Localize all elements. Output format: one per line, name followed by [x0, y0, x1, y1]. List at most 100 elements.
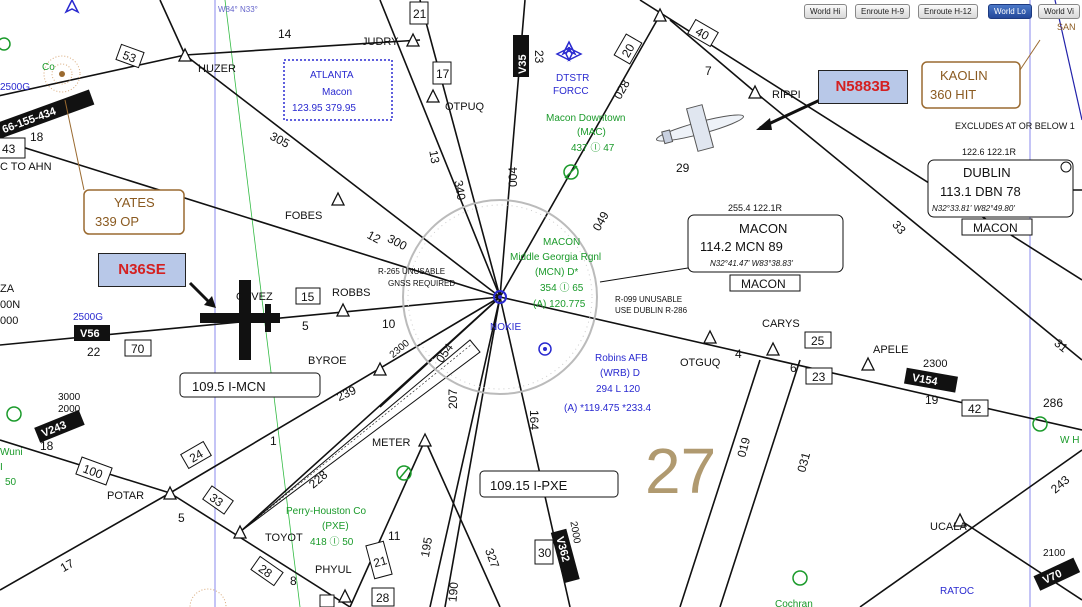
svg-text:2000: 2000 — [58, 404, 81, 415]
svg-text:(A) *119.475 *233.4: (A) *119.475 *233.4 — [564, 403, 652, 414]
svg-text:5: 5 — [302, 319, 309, 333]
svg-text:53: 53 — [121, 48, 139, 66]
aircraft-icon-n5883b — [656, 104, 744, 152]
svg-text:MACON: MACON — [739, 221, 787, 236]
svg-text:40: 40 — [693, 24, 712, 43]
svg-text:Co: Co — [42, 62, 55, 73]
svg-text:V56: V56 — [80, 328, 100, 340]
svg-text:YATES: YATES — [114, 195, 155, 210]
aircraft-tag-n5883b[interactable]: N5883B — [818, 70, 908, 104]
fix-rippi: RIPPI — [772, 89, 801, 101]
svg-text:122.6 122.1R: 122.6 122.1R — [962, 147, 1017, 157]
macon-vor-box: 255.4 122.1R MACON 114.2 MCN 89 N32°41.4… — [599, 203, 844, 292]
svg-text:30: 30 — [538, 546, 552, 560]
svg-text:N32°41.47' W83°38.83': N32°41.47' W83°38.83' — [710, 259, 793, 268]
fix-fobes: FOBES — [285, 210, 322, 222]
tab-world-hi[interactable]: World Hi — [804, 4, 847, 19]
intersection-symbols — [64, 0, 583, 62]
svg-text:19: 19 — [925, 393, 939, 407]
airport-robins-afb: Robins AFB (WRB) D 294 L 120 (A) *119.47… — [564, 353, 652, 414]
svg-text:Macon: Macon — [322, 87, 352, 98]
ils-pxe-box: 109.15 I-PXE — [479, 470, 619, 498]
svg-text:300: 300 — [385, 231, 410, 253]
fix-toyot: TOYOT — [265, 532, 303, 544]
note-excludes: EXCLUDES AT OR BELOW 1 — [955, 121, 1075, 131]
fix-judry: JUDRY — [362, 36, 399, 48]
aircraft-tag-n36se[interactable]: N36SE — [98, 253, 186, 287]
svg-text:13: 13 — [426, 149, 442, 165]
svg-text:004: 004 — [506, 167, 520, 187]
svg-text:195: 195 — [418, 536, 435, 558]
dublin-vor-box: 122.6 122.1R DUBLIN 113.1 DBN 78 N32°33.… — [927, 147, 1074, 236]
robins-afb-icon — [538, 342, 552, 356]
svg-text:Wuni: Wuni — [0, 447, 23, 458]
longitude-label: W84° — [218, 5, 238, 14]
v154-altitude: 2300 — [923, 358, 947, 370]
svg-text:50: 50 — [5, 477, 17, 488]
svg-text:ATLANTA: ATLANTA — [310, 70, 354, 81]
svg-text:340: 340 — [451, 179, 468, 201]
longitude-line — [224, 0, 301, 607]
svg-text:12: 12 — [365, 228, 384, 247]
macon-compass-rose — [402, 199, 598, 395]
svg-text:6: 6 — [790, 361, 797, 375]
svg-text:(MAC): (MAC) — [577, 127, 606, 138]
yates-ndb-box: YATES 339 OP — [64, 99, 185, 235]
svg-text:2100: 2100 — [1043, 548, 1066, 559]
svg-text:18: 18 — [30, 130, 44, 144]
tab-enroute-h9[interactable]: Enroute H-9 — [855, 4, 911, 19]
fix-byroe: BYROE — [308, 355, 347, 367]
svg-text:5: 5 — [178, 511, 185, 525]
ndb-dot-icon — [43, 55, 227, 607]
fix-ucala: UCALA — [930, 521, 967, 533]
fix-huzer: HUZER — [198, 63, 236, 75]
svg-text:100: 100 — [81, 462, 105, 482]
svg-text:00N: 00N — [0, 299, 20, 311]
airway-shield-top-left: 66-155-434 — [0, 89, 95, 139]
fix-robbs: ROBBS — [332, 287, 371, 299]
svg-text:2000: 2000 — [567, 521, 582, 545]
svg-text:MACON: MACON — [741, 277, 786, 291]
svg-text:43: 43 — [2, 142, 16, 156]
svg-text:228: 228 — [306, 467, 331, 491]
note-r099-2: USE DUBLIN R-286 — [615, 306, 688, 315]
tab-world-vi[interactable]: World Vi — [1038, 4, 1080, 19]
svg-text:028: 028 — [611, 77, 633, 102]
svg-text:239: 239 — [334, 383, 358, 404]
svg-text:15: 15 — [301, 290, 315, 304]
longitude-line — [1054, 0, 1082, 121]
svg-text:18: 18 — [40, 439, 54, 453]
airport-perry-houston: Perry-Houston Co (PXE) 418 ⓛ 50 — [286, 506, 366, 548]
atlanta-center-box: ATLANTA Macon 123.95 379.95 — [283, 59, 393, 121]
svg-text:109.15 I-PXE: 109.15 I-PXE — [490, 478, 568, 493]
svg-text:22: 22 — [87, 345, 101, 359]
svg-text:8: 8 — [290, 574, 297, 588]
svg-text:4: 4 — [735, 347, 742, 361]
ils-mcn-box: 109.5 I-MCN — [179, 372, 321, 398]
svg-text:164: 164 — [527, 410, 541, 430]
svg-text:354 ⓛ 65: 354 ⓛ 65 — [540, 282, 584, 294]
fix-otguq: OTGUQ — [680, 357, 721, 369]
svg-text:7: 7 — [705, 64, 712, 78]
svg-text:28: 28 — [376, 591, 390, 605]
svg-text:360 HIT: 360 HIT — [930, 87, 976, 102]
fix-potar: POTAR — [107, 490, 144, 502]
svg-text:11: 11 — [388, 529, 401, 543]
localizer-course — [239, 339, 481, 533]
airway-shield-v35: V35 — [513, 35, 529, 77]
svg-text:33: 33 — [889, 218, 909, 237]
svg-text:14: 14 — [278, 27, 292, 41]
latitude-label: N33° — [240, 5, 258, 14]
svg-text:25: 25 — [811, 334, 825, 348]
tab-enroute-h12[interactable]: Enroute H-12 — [918, 4, 978, 19]
svg-text:305: 305 — [268, 129, 293, 151]
svg-text:17: 17 — [58, 556, 77, 575]
svg-text:243: 243 — [1048, 472, 1073, 496]
svg-text:Robins AFB: Robins AFB — [595, 353, 648, 364]
svg-text:21: 21 — [413, 7, 427, 21]
tab-world-lo[interactable]: World Lo — [988, 4, 1032, 19]
fix-meter: METER — [372, 437, 411, 449]
airport-middle-georgia: MACON Middle Georgia Rgnl (MCN) D* 354 ⓛ… — [510, 237, 601, 310]
svg-text:123.95 379.95: 123.95 379.95 — [292, 103, 356, 114]
